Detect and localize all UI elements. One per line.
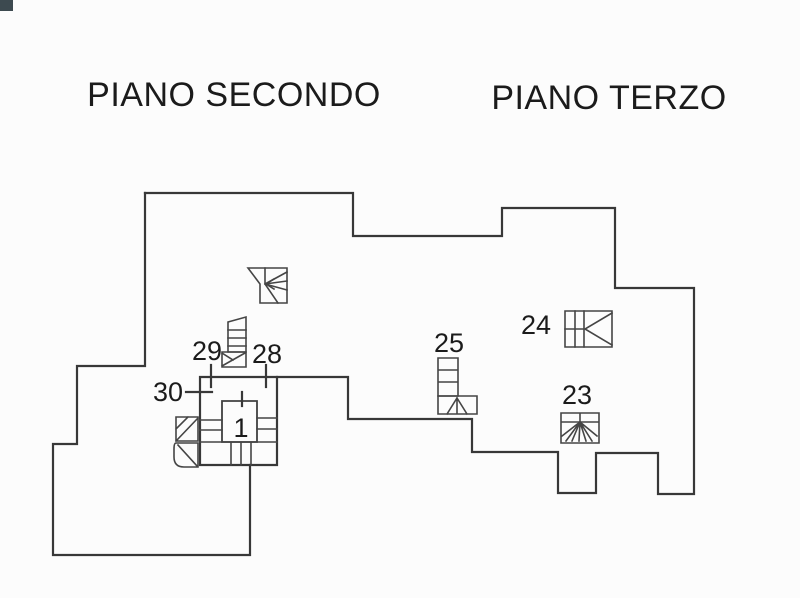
- stair-24-treads: [564, 310, 585, 348]
- stairwell-box: [198, 375, 279, 467]
- understair-lower: [173, 442, 199, 468]
- label-1: 1: [233, 413, 248, 443]
- understair-element: [173, 415, 200, 468]
- stair-24-arrow: [583, 311, 614, 347]
- stair-25-landing: [437, 395, 478, 416]
- title-piano-secondo: PIANO SECONDO: [87, 76, 381, 114]
- label-28: 28: [252, 339, 282, 369]
- stair-symbol-23: [560, 412, 600, 444]
- outline-top-right: [143, 191, 696, 496]
- label-29: 29: [192, 336, 222, 366]
- stair-treads-left: [199, 419, 223, 431]
- stair-flight-29-28: [220, 315, 247, 368]
- label-24: 24: [521, 310, 551, 340]
- winder-arrow: [264, 277, 276, 291]
- label-23: 23: [562, 380, 592, 410]
- stair-25-flight: [437, 357, 459, 397]
- winder-stair-symbol: [246, 267, 289, 305]
- outline-left-bottom: [51, 191, 252, 557]
- stair-steps-bottom: [199, 441, 278, 466]
- stair-symbol-24: [564, 310, 614, 348]
- opening-ticks: [184, 363, 268, 408]
- winder-outline: [246, 267, 288, 304]
- stair-24-box: [564, 310, 613, 348]
- understair-upper: [174, 415, 200, 443]
- title-piano-terzo: PIANO TERZO: [491, 79, 726, 117]
- room-labels: 29 28 30 1 25 24 23: [153, 310, 592, 443]
- winder-steps: [263, 267, 289, 305]
- label-30: 30: [153, 377, 183, 407]
- stair-treads-right: [256, 417, 278, 430]
- stair-23-fan: [560, 420, 599, 443]
- flight-base-box: [220, 351, 247, 368]
- stair-symbol-25: [437, 357, 478, 416]
- flight-treads: [227, 329, 247, 347]
- label-25: 25: [434, 328, 464, 358]
- stairwell-walls: [198, 375, 279, 467]
- scan-artifact-top-left: [0, 0, 13, 11]
